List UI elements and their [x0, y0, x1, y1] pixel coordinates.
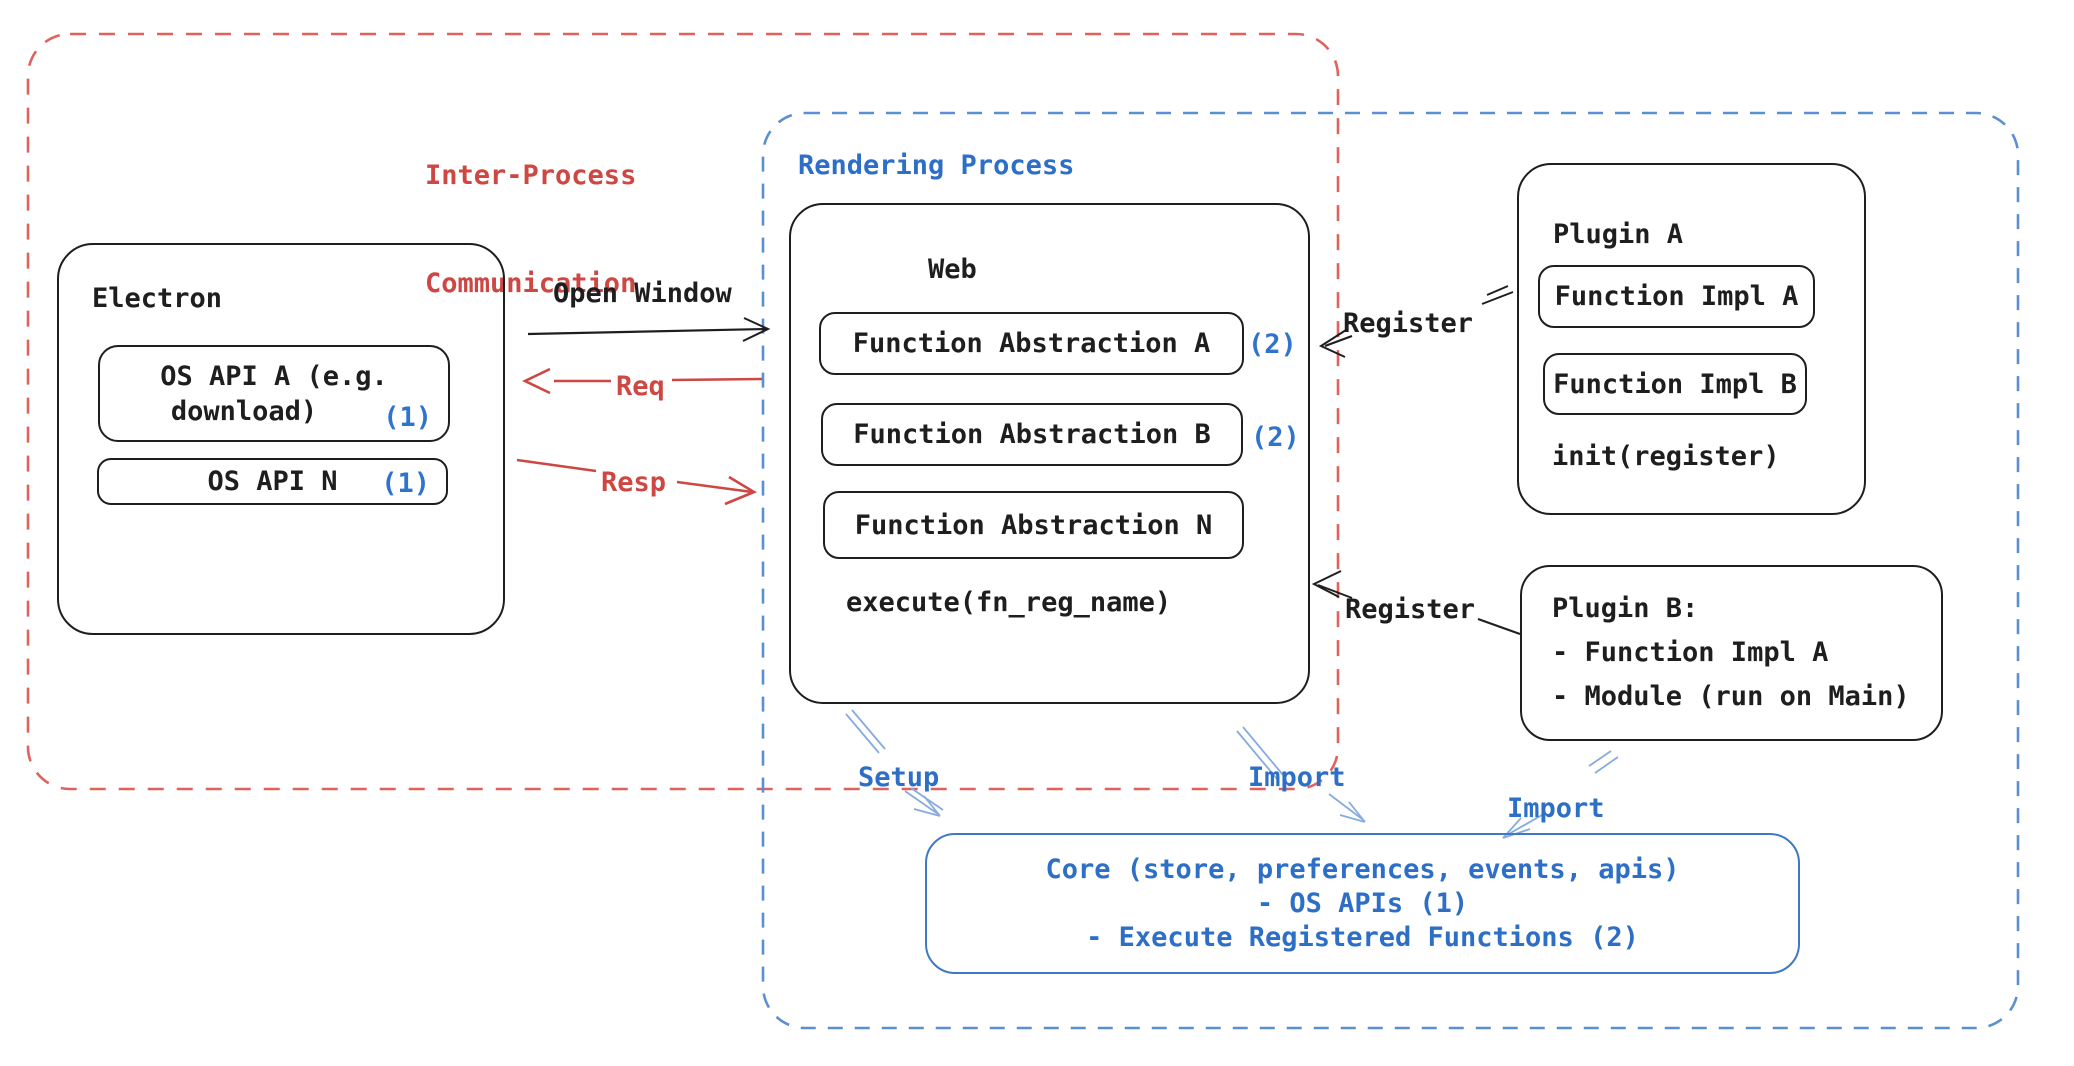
os-api-a-box: OS API A (e.g. download) (1) — [98, 345, 450, 442]
function-abstraction-a-box: Function Abstraction A — [819, 312, 1244, 375]
resp-label: Resp — [601, 467, 667, 498]
core-box: Core (store, preferences, events, apis) … — [925, 833, 1800, 974]
register-top-arrow-tail — [1481, 285, 1514, 305]
open-window-label: Open Window — [553, 278, 732, 309]
electron-title: Electron — [92, 283, 223, 314]
ipc-label-line1: Inter-Process — [425, 160, 637, 191]
setup-label: Setup — [858, 762, 940, 793]
plugin-a-box — [1517, 163, 1866, 515]
open-window-arrow-head — [742, 317, 771, 342]
os-api-a-line1: OS API A (e.g. — [160, 360, 388, 392]
plugin-b-item-function-impl-a: - Function Impl A — [1552, 637, 1829, 668]
rendering-region-label: Rendering Process — [798, 150, 1075, 181]
setup-arrow-tail — [845, 709, 886, 754]
web-title: Web — [928, 254, 977, 285]
import-plugin-label: Import — [1507, 793, 1605, 824]
import-web-arrow-line — [1328, 793, 1363, 820]
ipc-label-line2: Communication — [425, 268, 637, 299]
plugin-b-box: Plugin B: - Function Impl A - Module (ru… — [1520, 565, 1943, 741]
execute-label: execute(fn_reg_name) — [846, 587, 1172, 618]
function-abstraction-n-label: Function Abstraction N — [854, 509, 1213, 541]
core-item-execute-registered: - Execute Registered Functions (2) — [1086, 921, 1639, 953]
function-abstraction-b-box: Function Abstraction B — [821, 403, 1243, 466]
electron-box — [57, 243, 505, 635]
register-bottom-arrow-tail — [1477, 618, 1521, 635]
core-title: Core (store, preferences, events, apis) — [1045, 853, 1680, 885]
os-api-a-badge: (1) — [383, 402, 432, 433]
os-api-n-label: OS API N — [207, 466, 338, 497]
import-plugin-arrow-tail — [1588, 750, 1619, 774]
function-abstraction-b-label: Function Abstraction B — [853, 419, 1211, 450]
register-bottom-label: Register — [1345, 594, 1476, 625]
function-abstraction-a-label: Function Abstraction A — [852, 328, 1211, 359]
import-web-arrow-head — [1339, 801, 1366, 823]
init-register-label: init(register) — [1552, 441, 1780, 472]
register-top-label: Register — [1343, 308, 1474, 339]
req-label: Req — [616, 371, 665, 402]
function-impl-b-label: Function Impl B — [1553, 368, 1797, 400]
function-abstraction-b-badge: (2) — [1251, 422, 1300, 453]
setup-arrow-head — [913, 795, 941, 817]
plugin-a-title: Plugin A — [1553, 219, 1684, 250]
core-item-os-apis: - OS APIs (1) — [1256, 887, 1469, 919]
function-abstraction-n-box: Function Abstraction N — [823, 491, 1244, 559]
os-api-n-badge: (1) — [381, 468, 430, 499]
web-box — [789, 203, 1310, 704]
plugin-b-title: Plugin B: — [1552, 593, 1699, 624]
os-api-a-line2: download) — [170, 395, 318, 427]
plugin-b-item-module: - Module (run on Main) — [1552, 681, 1910, 712]
os-api-n-box: OS API N (1) — [97, 458, 448, 505]
function-impl-a-box: Function Impl A — [1538, 265, 1815, 328]
function-abstraction-a-badge: (2) — [1248, 329, 1297, 360]
ipc-region-label: Inter-Process Communication — [425, 86, 636, 374]
function-impl-b-box: Function Impl B — [1543, 353, 1807, 415]
import-web-label: Import — [1248, 762, 1346, 793]
register-bottom-arrow-head — [1311, 570, 1342, 598]
resp-arrow-head — [724, 475, 757, 506]
function-impl-a-label: Function Impl A — [1554, 281, 1799, 312]
